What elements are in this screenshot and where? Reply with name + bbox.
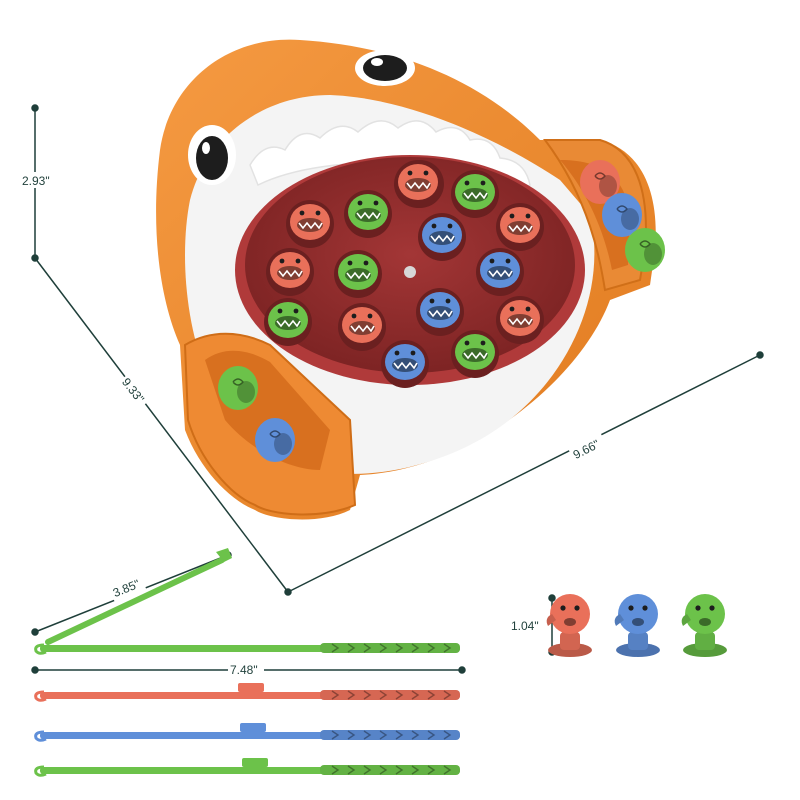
fishing-rod-blue <box>34 723 460 742</box>
shark-fishing-game <box>156 39 665 520</box>
sample-fish-blue <box>614 594 660 657</box>
shark-eye-top <box>355 50 415 86</box>
pond-fish-blue <box>381 340 429 388</box>
tray-fish-blue <box>255 418 295 462</box>
pond-fish-blue <box>476 248 524 296</box>
pond-fish-orange <box>266 248 314 296</box>
shark-eye-left <box>188 125 236 185</box>
pond-fish-blue <box>418 213 466 261</box>
tray-fish-green <box>218 366 258 410</box>
sample-fish-green <box>681 594 727 657</box>
tray-fish-group <box>218 160 665 462</box>
pond-fish-group <box>264 160 544 388</box>
pond-fish-orange <box>496 203 544 251</box>
pond-fish-green <box>451 170 499 218</box>
pond-fish-blue <box>416 288 464 336</box>
fishing-rod-green <box>34 758 460 777</box>
fishing-rod-orange <box>34 683 460 702</box>
height-dimension-label: 2.93" <box>22 174 50 188</box>
pond-fish-green <box>344 190 392 238</box>
fishing-rods <box>34 548 460 777</box>
fish-height-dimension-label: 1.04" <box>511 619 539 633</box>
pond-fish-green <box>264 298 312 346</box>
pond-fish-green <box>334 250 382 298</box>
rod-length-dimension-label: 7.48" <box>230 663 258 677</box>
tray-fish-green <box>625 228 665 272</box>
pond-center-spindle <box>404 266 416 278</box>
sample-fish-row <box>546 594 727 657</box>
pond-fish-orange <box>338 303 386 351</box>
sample-fish-orange <box>546 594 592 657</box>
pond-fish-orange <box>286 200 334 248</box>
pond-fish-orange <box>496 296 544 344</box>
tray-fish-blue <box>602 193 642 237</box>
tray-fish-orange <box>580 160 620 204</box>
pond-fish-green <box>451 330 499 378</box>
fishing-rod-green <box>34 548 460 655</box>
pond-fish-orange <box>394 160 442 208</box>
